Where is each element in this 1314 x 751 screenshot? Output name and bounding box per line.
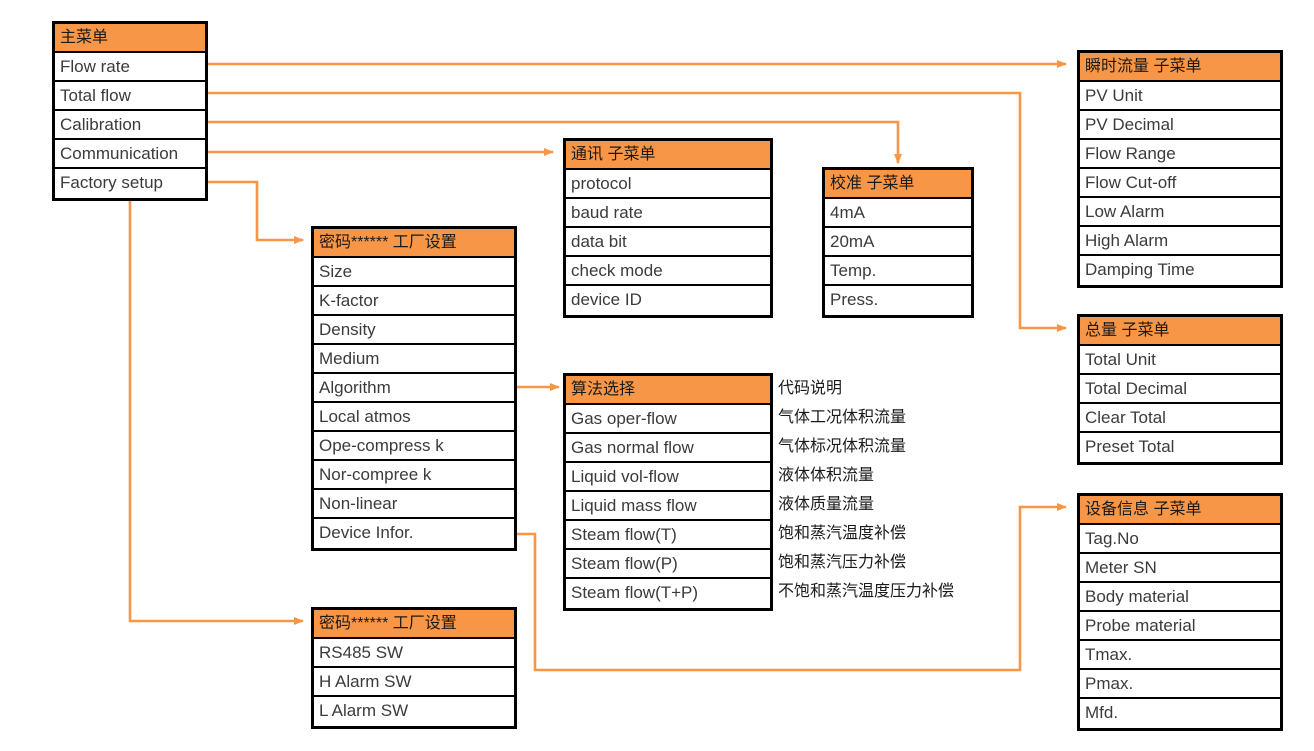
algorithm-note-gas-oper-flow: 气体工况体积流量 [778, 409, 907, 426]
menu-item-total-unit[interactable]: Total Unit [1080, 346, 1280, 375]
box-total-flow-submenu: 总量 子菜单 Total Unit Total Decimal Clear To… [1077, 314, 1283, 465]
menu-item-pv-decimal[interactable]: PV Decimal [1080, 111, 1280, 140]
menu-item-data-bit[interactable]: data bit [566, 228, 770, 257]
menu-item-meter-sn[interactable]: Meter SN [1080, 554, 1280, 583]
menu-item-20ma[interactable]: 20mA [825, 228, 971, 257]
menu-item-press[interactable]: Press. [825, 286, 971, 315]
box-communication-submenu: 通讯 子菜单 protocol baud rate data bit check… [563, 138, 773, 318]
menu-item-flow-rate[interactable]: Flow rate [55, 53, 205, 82]
menu-item-probe-material[interactable]: Probe material [1080, 612, 1280, 641]
menu-item-damping-time[interactable]: Damping Time [1080, 256, 1280, 285]
box-main-menu: 主菜单 Flow rate Total flow Calibration Com… [52, 21, 208, 201]
menu-item-gas-oper-flow[interactable]: Gas oper-flow [566, 405, 770, 434]
box-header-factory-setup-switches: 密码****** 工厂设置 [314, 610, 514, 639]
algorithm-note-steam-flow-tp: 不饱和蒸汽温度压力补偿 [778, 583, 955, 600]
menu-item-rs485-sw[interactable]: RS485 SW [314, 639, 514, 668]
box-header-main-menu: 主菜单 [55, 24, 205, 53]
menu-item-low-alarm[interactable]: Low Alarm [1080, 198, 1280, 227]
menu-item-total-flow[interactable]: Total flow [55, 82, 205, 111]
menu-item-mfd[interactable]: Mfd. [1080, 699, 1280, 728]
box-calibration-submenu: 校准 子菜单 4mA 20mA Temp. Press. [822, 167, 974, 318]
algorithm-note-steam-flow-p: 饱和蒸汽压力补偿 [778, 554, 907, 571]
menu-item-communication[interactable]: Communication [55, 140, 205, 169]
menu-item-gas-normal-flow[interactable]: Gas normal flow [566, 434, 770, 463]
menu-item-non-linear[interactable]: Non-linear [314, 490, 514, 519]
menu-item-liquid-mass-flow[interactable]: Liquid mass flow [566, 492, 770, 521]
connector-calibration [208, 120, 902, 164]
menu-item-local-atmos[interactable]: Local atmos [314, 403, 514, 432]
menu-item-k-factor[interactable]: K-factor [314, 287, 514, 316]
menu-item-algorithm[interactable]: Algorithm [314, 374, 514, 403]
menu-item-protocol[interactable]: protocol [566, 170, 770, 199]
menu-item-factory-setup[interactable]: Factory setup [55, 169, 205, 198]
menu-item-ope-compress-k[interactable]: Ope-compress k [314, 432, 514, 461]
algorithm-note-heading: 代码说明 [778, 380, 843, 397]
algorithm-note-steam-flow-t: 饱和蒸汽温度补偿 [778, 525, 907, 542]
box-header-algorithm-select: 算法选择 [566, 376, 770, 405]
connector-factorysetup-main [208, 180, 304, 244]
menu-item-size[interactable]: Size [314, 258, 514, 287]
menu-item-tmax[interactable]: Tmax. [1080, 641, 1280, 670]
box-header-flow-rate-submenu: 瞬时流量 子菜单 [1080, 53, 1280, 82]
connector-factorysetup-sw [128, 199, 304, 625]
box-factory-setup-main: 密码****** 工厂设置 Size K-factor Density Medi… [311, 226, 517, 551]
menu-item-flow-cut-off[interactable]: Flow Cut-off [1080, 169, 1280, 198]
algorithm-notes: 代码说明 气体工况体积流量 气体标况体积流量 液体体积流量 液体质量流量 饱和蒸… [778, 374, 954, 606]
menu-item-device-id[interactable]: device ID [566, 286, 770, 315]
box-algorithm-select: 算法选择 Gas oper-flow Gas normal flow Liqui… [563, 373, 773, 611]
menu-item-high-alarm[interactable]: High Alarm [1080, 227, 1280, 256]
menu-item-steam-flow-tp[interactable]: Steam flow(T+P) [566, 579, 770, 608]
menu-item-l-alarm-sw[interactable]: L Alarm SW [314, 697, 514, 726]
menu-item-tag-no[interactable]: Tag.No [1080, 525, 1280, 554]
menu-item-temp[interactable]: Temp. [825, 257, 971, 286]
menu-item-body-material[interactable]: Body material [1080, 583, 1280, 612]
menu-item-pmax[interactable]: Pmax. [1080, 670, 1280, 699]
menu-item-calibration[interactable]: Calibration [55, 111, 205, 140]
menu-item-preset-total[interactable]: Preset Total [1080, 433, 1280, 462]
menu-item-medium[interactable]: Medium [314, 345, 514, 374]
algorithm-note-liquid-mass-flow: 液体质量流量 [778, 496, 875, 513]
menu-item-pv-unit[interactable]: PV Unit [1080, 82, 1280, 111]
menu-item-nor-compree-k[interactable]: Nor-compree k [314, 461, 514, 490]
algorithm-note-gas-normal-flow: 气体标况体积流量 [778, 438, 907, 455]
box-header-calibration-submenu: 校准 子菜单 [825, 170, 971, 199]
box-header-factory-setup-main: 密码****** 工厂设置 [314, 229, 514, 258]
menu-item-steam-flow-p[interactable]: Steam flow(P) [566, 550, 770, 579]
menu-item-baud-rate[interactable]: baud rate [566, 199, 770, 228]
menu-item-4ma[interactable]: 4mA [825, 199, 971, 228]
menu-item-check-mode[interactable]: check mode [566, 257, 770, 286]
algorithm-note-liquid-vol-flow: 液体体积流量 [778, 467, 875, 484]
menu-item-clear-total[interactable]: Clear Total [1080, 404, 1280, 433]
box-device-info-submenu: 设备信息 子菜单 Tag.No Meter SN Body material P… [1077, 493, 1283, 731]
box-header-device-info-submenu: 设备信息 子菜单 [1080, 496, 1280, 525]
menu-item-density[interactable]: Density [314, 316, 514, 345]
box-header-total-flow-submenu: 总量 子菜单 [1080, 317, 1280, 346]
menu-item-liquid-vol-flow[interactable]: Liquid vol-flow [566, 463, 770, 492]
box-factory-setup-switches: 密码****** 工厂设置 RS485 SW H Alarm SW L Alar… [311, 607, 517, 729]
box-header-communication-submenu: 通讯 子菜单 [566, 141, 770, 170]
box-flow-rate-submenu: 瞬时流量 子菜单 PV Unit PV Decimal Flow Range F… [1077, 50, 1283, 288]
menu-item-steam-flow-t[interactable]: Steam flow(T) [566, 521, 770, 550]
menu-item-h-alarm-sw[interactable]: H Alarm SW [314, 668, 514, 697]
menu-item-device-infor[interactable]: Device Infor. [314, 519, 514, 548]
menu-item-flow-range[interactable]: Flow Range [1080, 140, 1280, 169]
menu-item-total-decimal[interactable]: Total Decimal [1080, 375, 1280, 404]
